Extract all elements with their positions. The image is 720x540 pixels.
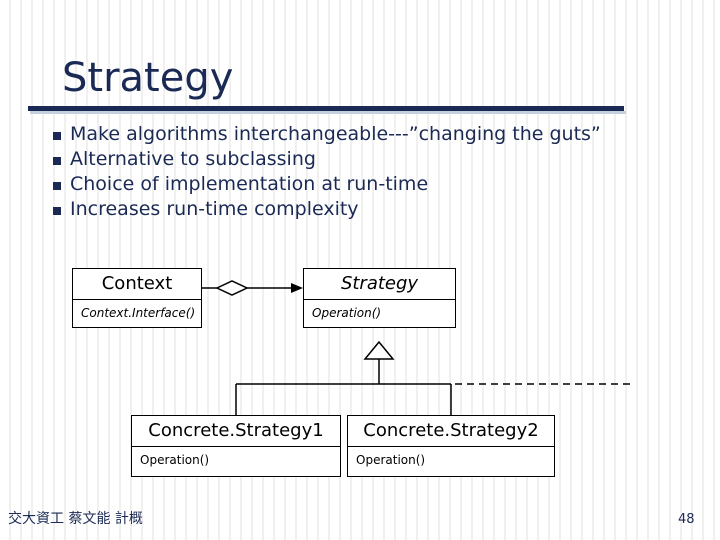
uml-diagram: Context Context.Interface() Strategy Ope… xyxy=(0,260,720,490)
diagram-connectors xyxy=(202,280,635,415)
uml-box-strategy: Strategy Operation() xyxy=(303,268,456,328)
bullet-list: Make algorithms interchangeable---”chang… xyxy=(44,122,684,222)
page-title: Strategy xyxy=(62,55,234,101)
title-rule-shadow xyxy=(30,111,626,114)
bullet-square-icon xyxy=(44,147,70,165)
list-item: Make algorithms interchangeable---”chang… xyxy=(44,122,684,146)
bullet-text: Alternative to subclassing xyxy=(70,148,316,170)
bullet-square-icon xyxy=(44,172,70,190)
uml-class-name: Strategy xyxy=(304,269,455,300)
uml-box-context: Context Context.Interface() xyxy=(72,268,202,328)
uml-class-member: Operation() xyxy=(312,306,382,320)
uml-box-concrete-strategy-2: Concrete.Strategy2 Operation() xyxy=(347,415,555,477)
uml-class-name: Context xyxy=(73,269,201,300)
bullet-text: Make algorithms interchangeable---”chang… xyxy=(70,123,601,145)
title-rule xyxy=(28,106,624,111)
list-item: Choice of implementation at run-time xyxy=(44,172,684,196)
uml-class-member: Context.Interface() xyxy=(81,306,196,320)
uml-box-concrete-strategy-1: Concrete.Strategy1 Operation() xyxy=(131,415,341,477)
bullet-square-icon xyxy=(44,197,70,215)
list-item: Increases run-time complexity xyxy=(44,197,684,221)
bullet-text: Choice of implementation at run-time xyxy=(70,173,429,195)
uml-class-name: Concrete.Strategy2 xyxy=(348,416,554,447)
bullet-square-icon xyxy=(44,122,70,140)
page-number: 48 xyxy=(678,512,695,527)
bullet-text: Increases run-time complexity xyxy=(70,198,359,220)
uml-class-member: Operation() xyxy=(140,453,210,467)
uml-class-member: Operation() xyxy=(356,453,426,467)
list-item: Alternative to subclassing xyxy=(44,147,684,171)
uml-class-name: Concrete.Strategy1 xyxy=(132,416,340,447)
footer-note: 交大資工 蔡文能 計概 xyxy=(8,511,143,527)
